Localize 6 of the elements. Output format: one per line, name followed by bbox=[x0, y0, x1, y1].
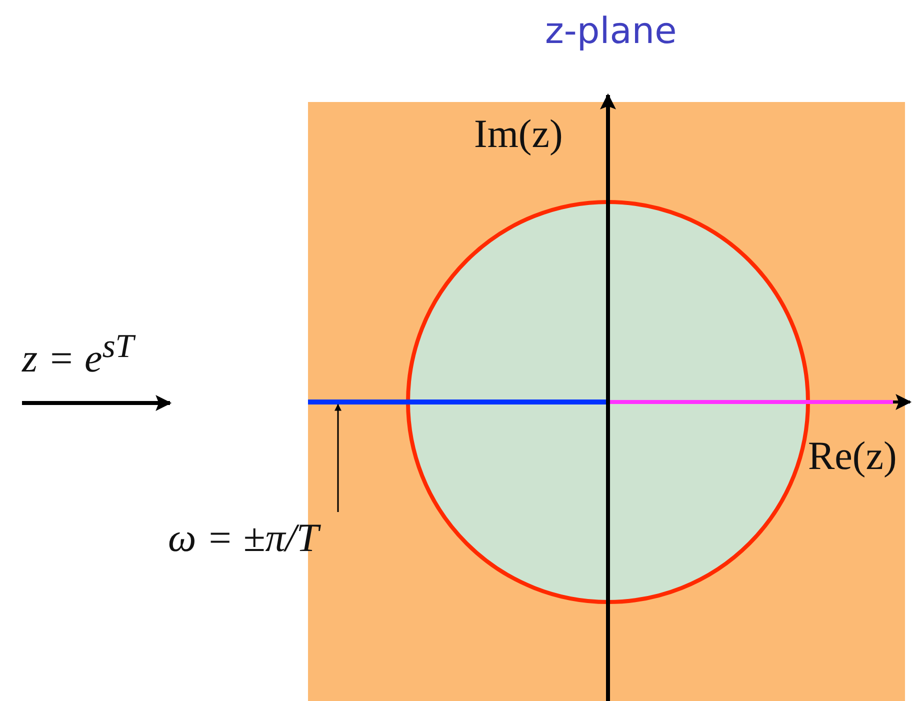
axis-label: Re(z) bbox=[808, 436, 897, 476]
leader-line bbox=[334, 404, 342, 512]
negative-real-axis-segment bbox=[308, 400, 608, 404]
mapping-formula: z = e$^{sT}$ bbox=[22, 330, 134, 378]
axis-label: Im(z) bbox=[474, 114, 563, 154]
diagram-title: z-plane bbox=[545, 14, 677, 50]
